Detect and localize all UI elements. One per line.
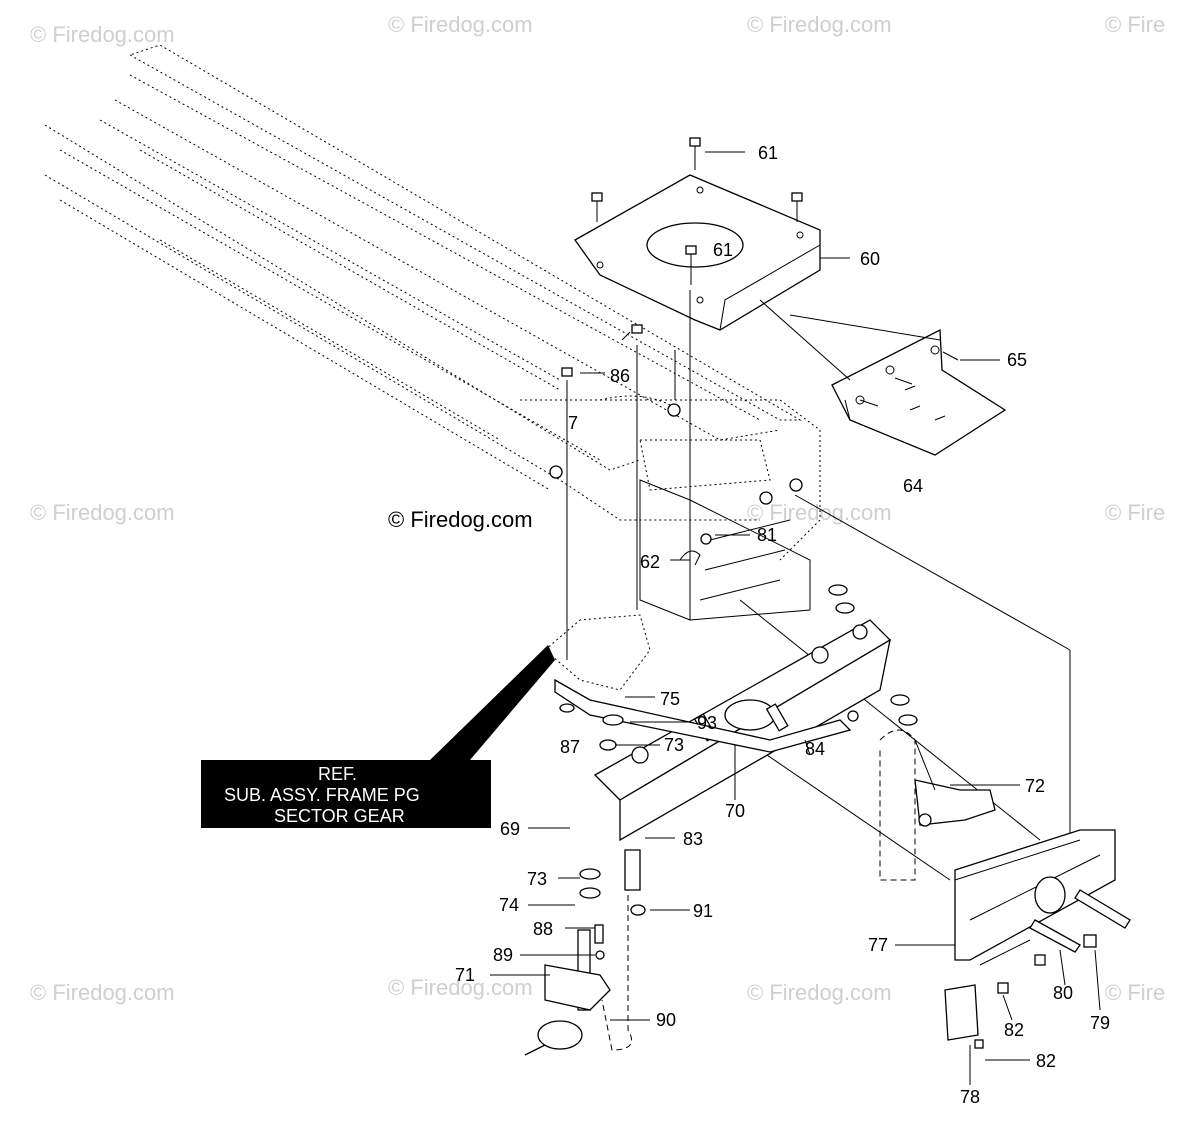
callout-62[interactable]: 62 — [640, 552, 661, 572]
watermark: © Firedog.com — [388, 975, 533, 1000]
center-copyright: © Firedog.com — [388, 507, 533, 532]
watermark: © Fire — [1105, 12, 1166, 37]
ref-line-3: SECTOR GEAR — [274, 806, 405, 826]
callout-72[interactable]: 72 — [1025, 776, 1046, 796]
callout-69[interactable]: 69 — [500, 819, 521, 839]
hardware — [559, 584, 918, 960]
callout-82-upper[interactable]: 82 — [1004, 1020, 1025, 1040]
callout-86[interactable]: 86 — [610, 366, 631, 386]
ref-line-1: REF. — [318, 764, 358, 784]
callout-91[interactable]: 91 — [693, 901, 714, 921]
callout-73-upper[interactable]: 73 — [664, 735, 685, 755]
callout-60[interactable]: 60 — [860, 249, 881, 269]
callout-93[interactable]: 93 — [697, 713, 718, 733]
callout-leaders — [490, 151, 1101, 1085]
bracket-77 — [944, 829, 1131, 1049]
callout-64[interactable]: 64 — [903, 476, 924, 496]
callout-90[interactable]: 90 — [656, 1010, 677, 1030]
callout-71[interactable]: 71 — [455, 965, 476, 985]
callout-65[interactable]: 65 — [1007, 350, 1028, 370]
callout-82-lower[interactable]: 82 — [1036, 1051, 1057, 1071]
callout-89[interactable]: 89 — [493, 945, 514, 965]
mounting-plate-60 — [574, 174, 821, 331]
callout-75[interactable]: 75 — [660, 689, 681, 709]
column-support — [549, 403, 811, 621]
callout-70[interactable]: 70 — [725, 801, 746, 821]
assembly-lines — [566, 290, 1071, 1051]
callout-87[interactable]: 87 — [560, 737, 581, 757]
callout-78[interactable]: 78 — [960, 1087, 981, 1107]
bracket-64 — [831, 328, 1007, 456]
callout-7[interactable]: 7 — [568, 413, 579, 433]
spindle-72 — [914, 739, 996, 827]
callout-74[interactable]: 74 — [499, 895, 520, 915]
spindle-71 — [524, 929, 611, 1056]
ref-line-2: SUB. ASSY. FRAME PG — [224, 785, 420, 805]
sector-gear-ref — [430, 614, 651, 761]
watermark: © Firedog.com — [30, 22, 175, 47]
callout-88[interactable]: 88 — [533, 919, 554, 939]
watermark: © Firedog.com — [747, 980, 892, 1005]
watermark: © Firedog.com — [388, 12, 533, 37]
watermark: © Firedog.com — [30, 500, 175, 525]
callout-73-lower[interactable]: 73 — [527, 869, 548, 889]
ref-box: REF. SUB. ASSY. FRAME PG SECTOR GEAR — [201, 760, 491, 828]
bolts-crossmember — [561, 324, 643, 377]
watermark: © Fire — [1105, 980, 1166, 1005]
bolts-61 — [591, 137, 803, 285]
callout-80[interactable]: 80 — [1053, 983, 1074, 1003]
callout-83[interactable]: 83 — [683, 829, 704, 849]
callout-77[interactable]: 77 — [868, 935, 889, 955]
watermark: © Firedog.com — [747, 12, 892, 37]
watermark: © Firedog.com — [30, 980, 175, 1005]
callout-61-top[interactable]: 61 — [758, 143, 779, 163]
callout-84[interactable]: 84 — [805, 739, 826, 759]
callout-79[interactable]: 79 — [1090, 1013, 1111, 1033]
callout-61-center[interactable]: 61 — [713, 240, 734, 260]
callout-81[interactable]: 81 — [757, 525, 778, 545]
watermark: © Fire — [1105, 500, 1166, 525]
